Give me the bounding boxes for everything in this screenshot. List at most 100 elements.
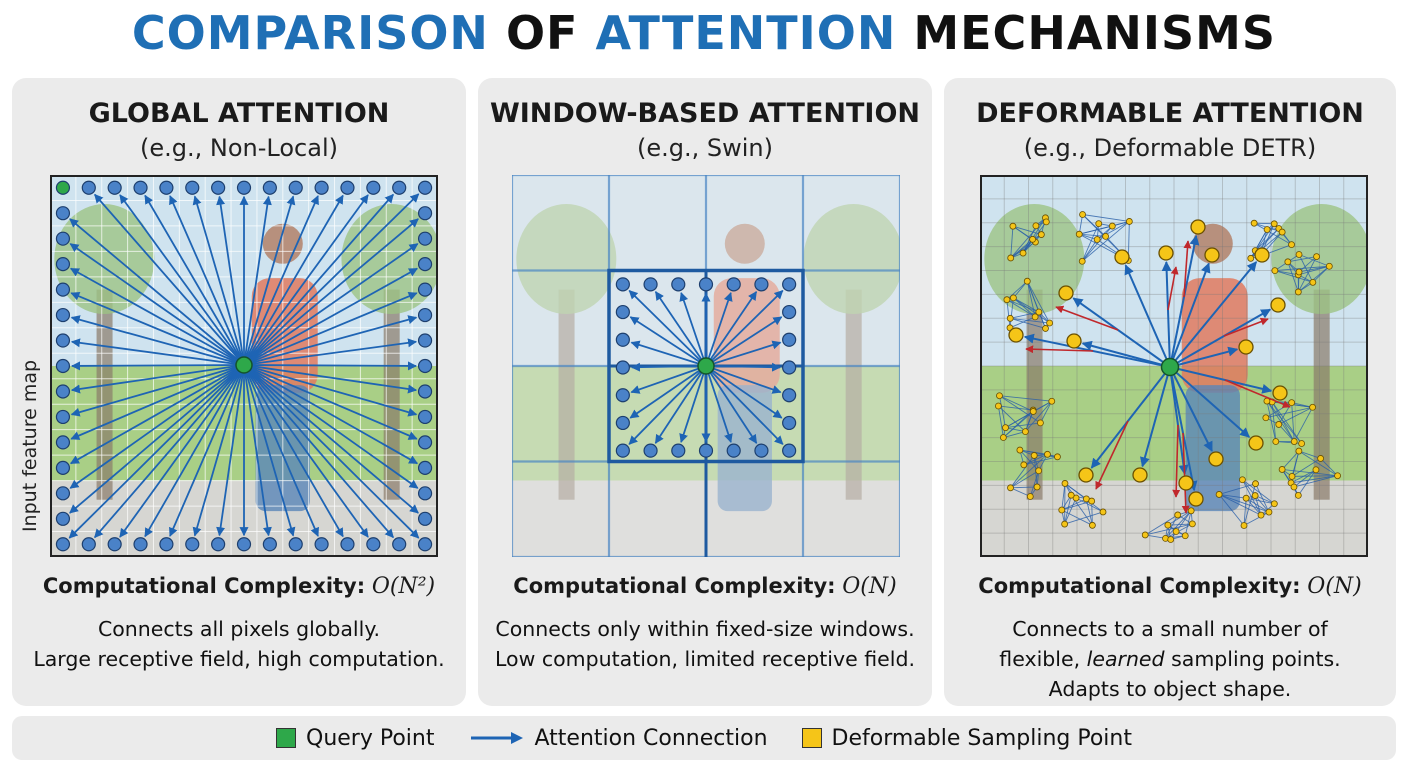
cluster-point <box>1270 500 1278 508</box>
attention-arrow <box>1169 262 1211 368</box>
cluster-point <box>1020 461 1028 469</box>
cluster-edge <box>999 395 1052 402</box>
cluster-point <box>1035 308 1043 316</box>
key-point <box>417 537 433 552</box>
key-point <box>133 537 148 552</box>
key-point <box>55 333 71 348</box>
cluster-point <box>1251 492 1259 499</box>
cluster-point <box>1284 258 1292 266</box>
key-point <box>754 443 769 458</box>
cluster-point <box>1046 319 1054 327</box>
cluster-edge <box>1040 401 1053 424</box>
key-point <box>55 231 71 246</box>
title-word-comparison: COMPARISON <box>131 6 489 60</box>
attention-arrow <box>243 361 417 371</box>
cluster-point <box>1278 228 1286 236</box>
attention-arrow <box>679 292 707 367</box>
attention-arrow <box>243 364 319 537</box>
cluster-point <box>1010 294 1017 302</box>
key-point <box>81 537 96 552</box>
key-point <box>417 511 433 526</box>
attention-arrow <box>1169 346 1239 368</box>
key-point <box>698 443 714 458</box>
cluster-edge <box>1218 494 1270 513</box>
attention-arrow <box>94 193 245 366</box>
sampling-point <box>1158 245 1174 261</box>
attention-arrow <box>243 364 418 440</box>
key-point <box>671 277 686 292</box>
cluster-edge <box>1064 495 1072 525</box>
cluster-edge <box>1012 225 1042 235</box>
cluster-point <box>1061 520 1069 528</box>
key-point <box>615 304 630 320</box>
cluster-point <box>1247 254 1255 262</box>
attention-arrow <box>654 291 707 367</box>
query-point <box>697 357 715 375</box>
deformable-attention-title: DEFORMABLE ATTENTION <box>976 98 1364 129</box>
cluster-point <box>1240 522 1248 529</box>
cluster-edge <box>1287 261 1299 293</box>
key-point <box>159 180 174 195</box>
cluster-point <box>1042 325 1049 332</box>
key-point <box>782 277 797 292</box>
attention-arrow <box>70 364 245 394</box>
cluster-point <box>1032 222 1040 230</box>
key-point <box>55 307 71 323</box>
sampling-point <box>1114 249 1130 265</box>
offset-arrow <box>1183 240 1192 298</box>
attention-arrow <box>70 292 245 366</box>
cluster-point <box>1294 491 1302 499</box>
key-point <box>782 332 797 347</box>
attention-arrow <box>705 291 758 367</box>
arrow-right-icon <box>470 732 523 744</box>
cluster-point <box>1288 399 1296 407</box>
cluster-edge <box>1243 483 1256 526</box>
key-point <box>615 277 630 292</box>
cluster-edge <box>1010 455 1035 489</box>
cluster-point <box>1252 480 1259 488</box>
cluster-edge <box>1006 299 1011 328</box>
key-point <box>159 537 174 552</box>
attention-arrow <box>144 364 245 538</box>
key-point <box>726 443 741 458</box>
cluster-point <box>1007 484 1014 492</box>
cluster-edge <box>1218 483 1256 495</box>
key-point <box>417 307 433 323</box>
cluster-point <box>1088 521 1096 529</box>
tree-crown <box>1271 204 1368 315</box>
attention-arrow <box>243 364 419 489</box>
cluster-edge <box>1029 470 1040 497</box>
cluster-point <box>1003 296 1011 304</box>
cluster-edge <box>1165 514 1179 539</box>
key-point <box>55 282 71 297</box>
cluster-edge <box>1003 431 1026 438</box>
attention-arrow <box>1169 261 1258 368</box>
cluster-edge <box>1081 239 1098 262</box>
attention-arrow <box>679 365 707 443</box>
attention-arrow <box>70 364 245 440</box>
key-point <box>236 180 252 195</box>
key-point <box>211 180 226 195</box>
cluster-edge <box>1274 270 1299 276</box>
sampling-point <box>1238 339 1254 355</box>
title-word-of: OF <box>505 6 579 60</box>
attention-arrow <box>1169 308 1272 368</box>
window-description: Connects only within fixed-size windows.… <box>478 614 932 674</box>
cluster-edge <box>1253 222 1292 246</box>
cluster-point <box>1309 403 1316 411</box>
cluster-edge <box>1287 256 1317 263</box>
global-description-line-2: Large receptive field, high computation. <box>33 647 445 671</box>
attention-arrow <box>243 364 394 539</box>
cluster-point <box>1295 447 1303 455</box>
cluster-edge <box>1243 498 1247 526</box>
cluster-edge <box>1293 407 1313 442</box>
sampling-point <box>1008 327 1024 343</box>
key-point <box>55 257 71 272</box>
attention-arrow <box>630 365 707 394</box>
key-point <box>185 180 200 195</box>
attention-arrow <box>216 364 245 537</box>
cluster-edge <box>1274 270 1313 283</box>
attention-arrow <box>243 364 369 538</box>
attention-arrow <box>1140 366 1171 468</box>
attention-arrow <box>1072 297 1171 368</box>
